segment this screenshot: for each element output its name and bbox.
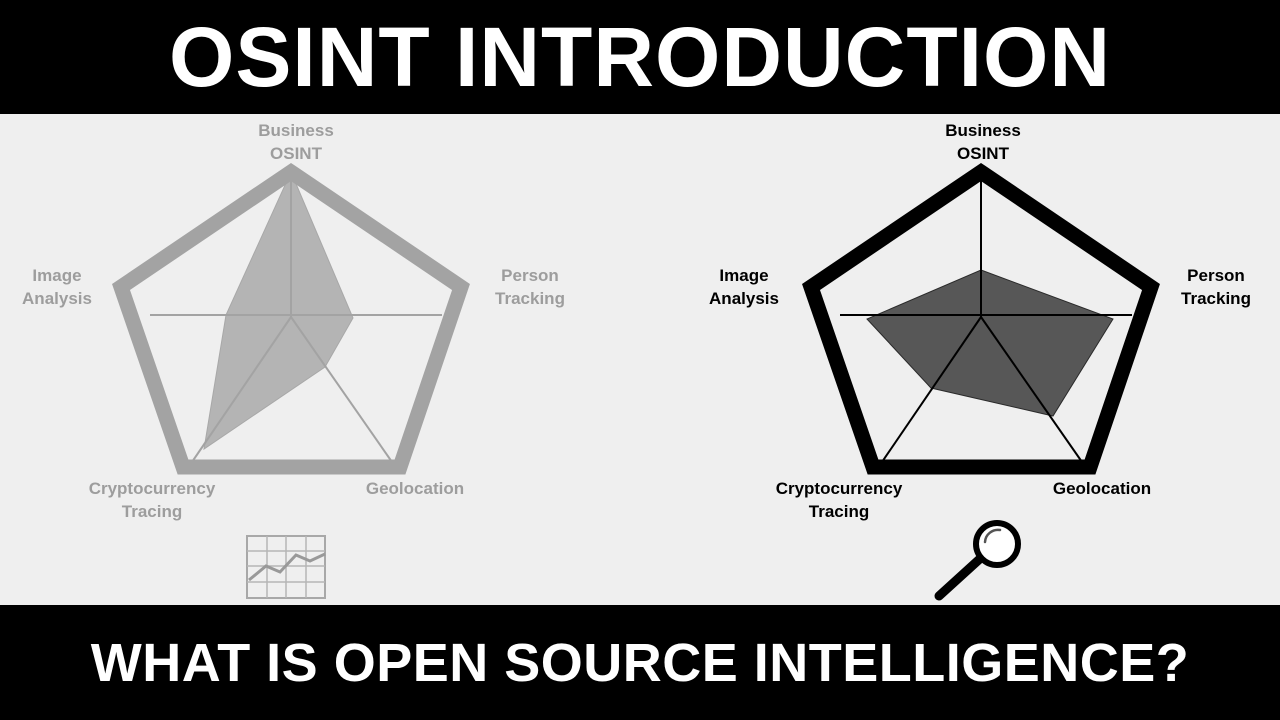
right-label-person-2: Tracking [1181, 289, 1251, 308]
right-radar-fill [866, 269, 1114, 417]
line-chart-icon [246, 535, 326, 599]
page-subtitle: WHAT IS OPEN SOURCE INTELLIGENCE? [90, 632, 1190, 693]
left-label-person-1: Person [501, 266, 559, 285]
left-label-business-2: OSINT [270, 144, 323, 163]
magnifying-glass-icon [934, 520, 1021, 601]
left-label-image-2: Analysis [22, 289, 92, 308]
left-label-person-2: Tracking [495, 289, 565, 308]
subtitle-banner: WHAT IS OPEN SOURCE INTELLIGENCE? [0, 605, 1280, 720]
radar-diagrams: Business OSINT Person Tracking Image Ana… [22, 121, 1251, 601]
left-radar-diagram: Business OSINT Person Tracking Image Ana… [22, 121, 565, 599]
right-label-geolocation: Geolocation [1053, 479, 1151, 498]
left-radar-fill [203, 170, 354, 451]
left-label-image-1: Image [32, 266, 81, 285]
right-label-crypto-1: Cryptocurrency [776, 479, 903, 498]
right-label-image-1: Image [719, 266, 768, 285]
left-spoke-crypto [191, 316, 292, 463]
page-title: OSINT INTRODUCTION [169, 10, 1111, 104]
left-spoke-geolocation [290, 316, 393, 463]
right-label-business-1: Business [945, 121, 1021, 140]
right-label-business-2: OSINT [957, 144, 1010, 163]
right-radar-outline [802, 162, 1160, 475]
right-label-image-2: Analysis [709, 289, 779, 308]
right-label-person-1: Person [1187, 266, 1245, 285]
left-label-business-1: Business [258, 121, 334, 140]
left-label-crypto-2: Tracing [122, 502, 182, 521]
left-label-geolocation: Geolocation [366, 479, 464, 498]
right-spoke-geolocation [980, 316, 1083, 463]
diagram-area: Business OSINT Person Tracking Image Ana… [0, 114, 1280, 605]
right-label-crypto-2: Tracing [809, 502, 869, 521]
right-spoke-crypto [881, 316, 982, 463]
title-banner: OSINT INTRODUCTION [0, 0, 1280, 114]
left-label-crypto-1: Cryptocurrency [89, 479, 216, 498]
right-radar-diagram: Business OSINT Person Tracking Image Ana… [709, 121, 1251, 601]
left-radar-outline [112, 162, 470, 475]
